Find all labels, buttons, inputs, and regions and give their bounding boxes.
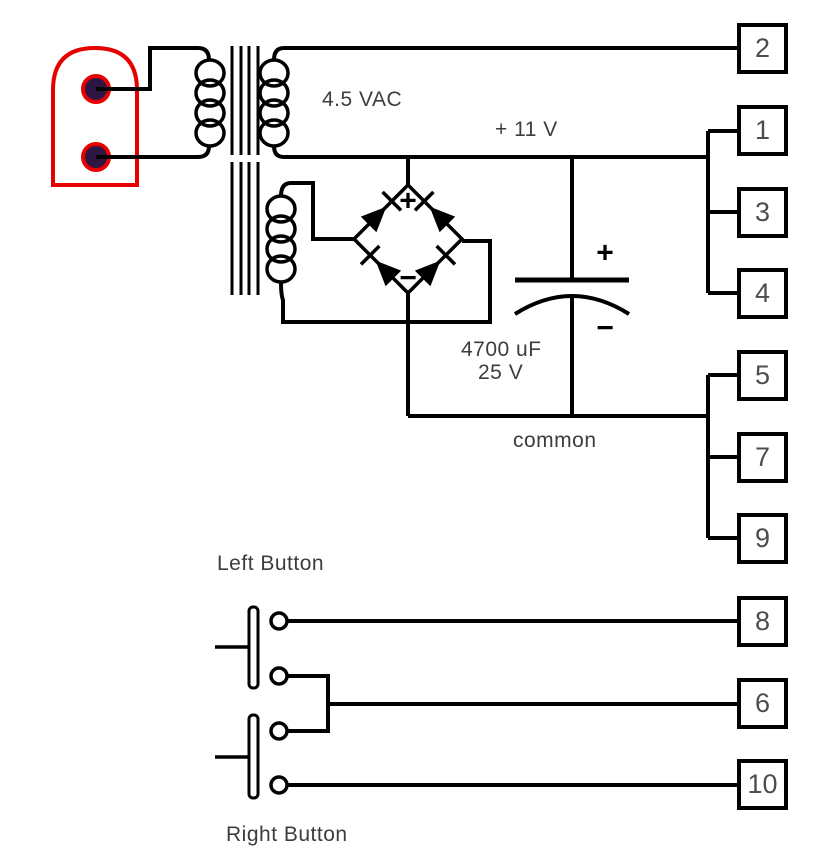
coil-loop (258, 118, 290, 148)
bridge-rectifier: + − (351, 182, 465, 296)
capacitor-plus-sign: + (596, 237, 614, 270)
left-button-plunger (247, 605, 260, 690)
wire-plug-to-primary-top (96, 46, 211, 91)
terminal-box-7: 7 (737, 432, 788, 483)
coil-loop (194, 98, 226, 128)
coil-loop (194, 118, 226, 148)
right-button-contact-bottom (269, 775, 289, 795)
coil-loop (265, 234, 297, 264)
coil-loop (258, 98, 290, 128)
diode-bottom-left (359, 244, 402, 287)
wire-plug-to-primary-bottom (96, 145, 211, 159)
plug-outline (51, 45, 139, 187)
left-button-contact-top (269, 611, 289, 631)
label-common-rail: common (513, 429, 597, 452)
mains-plug (51, 45, 139, 187)
diode-cathode-bar (381, 190, 403, 212)
wire-secondary-to-terminal-2 (272, 46, 739, 61)
label-capacitor-voltage: 25 V (478, 361, 524, 384)
coil-loop (194, 58, 226, 88)
diode-top-right (413, 190, 456, 233)
diode-arrow (360, 206, 387, 233)
diode-arrow (414, 260, 441, 287)
label-transformer-output: 4.5 VAC (322, 88, 403, 111)
terminal-box-1: 1 (737, 105, 788, 156)
diode-cathode-bar (435, 244, 457, 266)
right-button-contact-top (269, 721, 289, 741)
bridge-minus-sign: − (399, 262, 417, 295)
wires (272, 46, 739, 787)
right-button-plunger (247, 713, 260, 800)
left-button-contact-bottom (269, 666, 289, 686)
terminal-box-5: 5 (737, 350, 788, 401)
diode-arrow (375, 260, 402, 287)
label-right-button: Right Button (226, 823, 348, 846)
terminal-box-9: 9 (737, 513, 788, 564)
left-button-switch (215, 605, 289, 690)
terminal-box-6: 6 (737, 678, 788, 729)
coil-loop (265, 214, 297, 244)
transformer (96, 46, 297, 295)
primary-coil (194, 58, 226, 148)
diode-cathode-bar (359, 244, 381, 266)
wire-secondary-to-bridge-right (279, 239, 492, 324)
terminal-box-10: 10 (737, 759, 788, 810)
terminal-box-2: 2 (737, 23, 788, 74)
terminal-box-3: 3 (737, 187, 788, 238)
diode-bottom-right (414, 244, 457, 287)
wire-button-contacts-junction (287, 674, 330, 733)
diode-top-left (360, 190, 403, 233)
capacitor-minus-sign: − (596, 312, 614, 345)
label-dc-rail: + 11 V (495, 118, 558, 141)
bridge-plus-sign: + (399, 185, 417, 218)
coil-loop (265, 254, 297, 284)
label-left-button: Left Button (217, 552, 325, 575)
transformer-core (230, 46, 260, 295)
terminal-box-8: 8 (737, 596, 788, 647)
secondary-coil-upper (258, 58, 290, 148)
capacitor: + − (513, 157, 631, 416)
wire-secondary-to-bridge-left (279, 181, 356, 241)
diode-cathode-bar (413, 190, 435, 212)
wire-11v-rail (272, 145, 708, 159)
coil-loop (194, 78, 226, 108)
diode-arrow (429, 206, 456, 233)
coil-loop (258, 78, 290, 108)
secondary-coil-lower (265, 194, 297, 284)
label-capacitor-value: 4700 uF (461, 338, 542, 361)
right-button-switch (215, 713, 289, 800)
terminal-box-4: 4 (737, 268, 788, 319)
